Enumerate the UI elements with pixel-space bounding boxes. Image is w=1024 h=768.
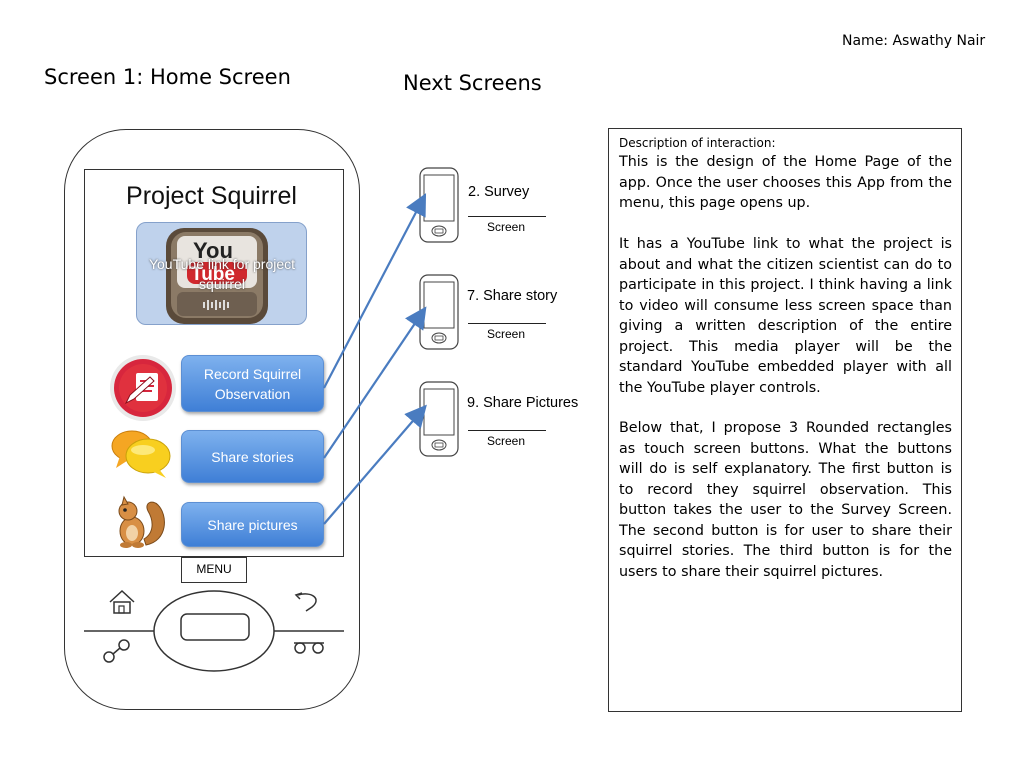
svg-text:You: You [193,238,233,263]
next-screen-sub-story: Screen [487,327,526,341]
record-observation-button[interactable]: Record Squirrel Observation [181,355,324,412]
home-icon[interactable] [109,589,135,614]
divider [468,323,546,324]
phone-controls [84,589,344,672]
next-screen-label-pictures: 9. Share Pictures [467,395,579,411]
youtube-caption: YouTube link for project squirrel [148,256,296,292]
author-name: Name: Aswathy Nair [842,33,986,49]
share-stories-button[interactable]: Share stories [181,430,324,483]
menu-button[interactable]: MENU [181,557,247,583]
call-end-icon[interactable] [294,642,324,654]
share-pictures-button[interactable]: Share pictures [181,502,324,547]
record-icon [110,355,176,421]
description-paragraph-2: It has a YouTube link to what the projec… [619,236,952,396]
screen-title: Screen 1: Home Screen [44,65,291,89]
mini-phone-survey-icon [419,167,459,243]
search-icon[interactable] [103,639,130,663]
mini-phone-story-icon [419,274,459,350]
description-paragraph-1: This is the design of the Home Page of t… [619,154,952,211]
squirrel-icon [118,495,165,548]
next-screen-label-survey: 2. Survey [468,184,530,200]
next-screens-title: Next Screens [403,71,542,95]
app-title: Project Squirrel [126,182,297,210]
divider [468,216,546,217]
svg-text:Tube: Tube [191,264,235,285]
next-screen-sub-survey: Screen [487,220,526,234]
description-paragraph-3: Below that, I propose 3 Rounded rectangl… [619,420,952,580]
divider [468,430,546,431]
description-box [608,128,962,712]
next-screen-label-story: 7. Share story [467,288,558,304]
chat-bubbles-icon [111,430,171,478]
back-icon[interactable] [294,592,317,612]
mini-phone-pictures-icon [419,381,459,457]
next-screen-sub-pictures: Screen [487,434,526,448]
youtube-icon[interactable]: You Tube [163,224,271,328]
description-heading: Description of interaction: [619,136,776,150]
